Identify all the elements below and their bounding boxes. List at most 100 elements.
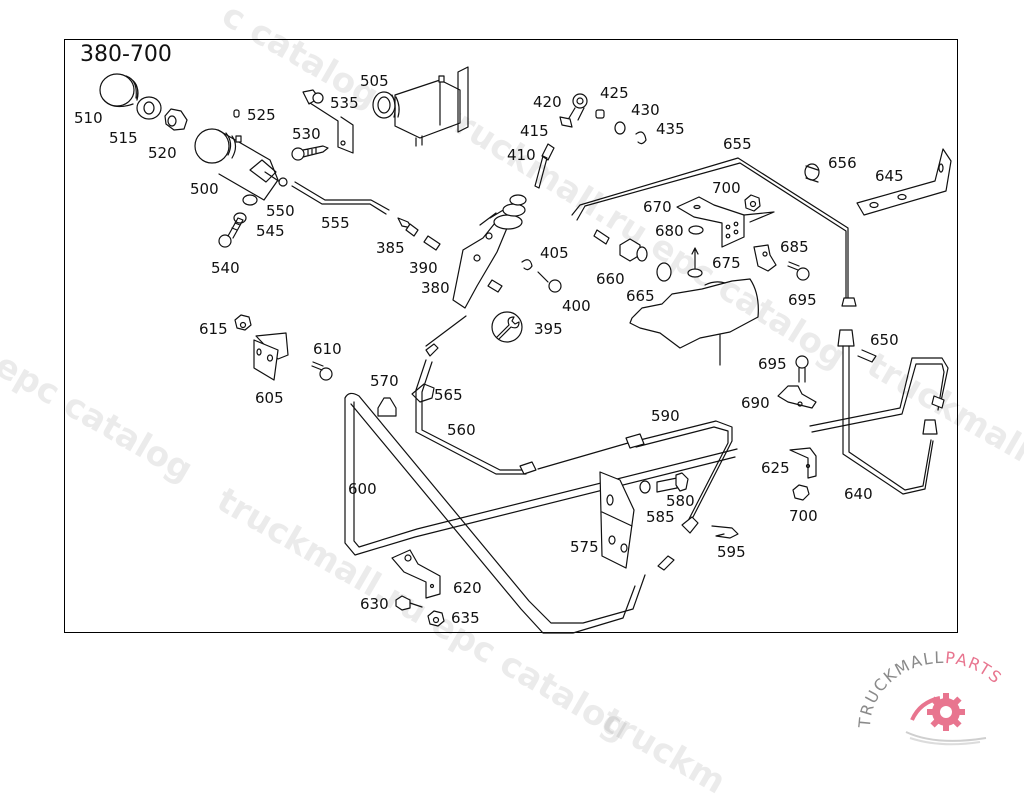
part-615-nut — [234, 314, 252, 331]
callout-435[interactable]: 435 — [656, 120, 685, 138]
part-670-bracket — [676, 196, 775, 248]
callout-390[interactable]: 390 — [409, 259, 438, 277]
pipe-fitting — [841, 297, 857, 307]
callout-415[interactable]: 415 — [520, 122, 549, 140]
part-630-bolt — [395, 595, 423, 611]
callout-690[interactable]: 690 — [741, 394, 770, 412]
callout-500[interactable]: 500 — [190, 180, 219, 198]
part-685-clip — [753, 244, 777, 272]
callout-680[interactable]: 680 — [655, 222, 684, 240]
callout-665[interactable]: 665 — [626, 287, 655, 305]
part-695-screw-b — [795, 355, 809, 383]
callout-565[interactable]: 565 — [434, 386, 463, 404]
part-650-fitting — [837, 329, 855, 347]
part-590-fitting — [625, 433, 645, 449]
callout-625[interactable]: 625 — [761, 459, 790, 477]
callout-545[interactable]: 545 — [256, 222, 285, 240]
callout-610[interactable]: 610 — [313, 340, 342, 358]
part-595-clip — [711, 525, 739, 539]
callout-380[interactable]: 380 — [421, 279, 450, 297]
callout-635[interactable]: 635 — [451, 609, 480, 627]
callout-395[interactable]: 395 — [534, 320, 563, 338]
parts-line-drawing — [99, 66, 952, 634]
callout-410[interactable]: 410 — [507, 146, 536, 164]
callout-520[interactable]: 520 — [148, 144, 177, 162]
part-640-pipe — [842, 345, 934, 495]
pipe-upper-loop — [809, 357, 949, 433]
callout-580[interactable]: 580 — [666, 492, 695, 510]
callout-695-mid[interactable]: 695 — [758, 355, 787, 373]
part-645-bracket — [856, 148, 952, 216]
callout-425[interactable]: 425 — [600, 84, 629, 102]
callout-595[interactable]: 595 — [717, 543, 746, 561]
callout-630[interactable]: 630 — [360, 595, 389, 613]
part-510-cap — [99, 73, 139, 108]
logo-text-pink: PARTS — [944, 650, 1006, 688]
part-700-nut-b — [792, 484, 810, 501]
part-655-pipe — [571, 157, 849, 302]
callout-600[interactable]: 600 — [348, 480, 377, 498]
callout-685[interactable]: 685 — [780, 238, 809, 256]
part-585-washer — [639, 480, 651, 494]
diagram-title: 380-700 — [80, 42, 172, 67]
callout-585[interactable]: 585 — [646, 508, 675, 526]
callout-535[interactable]: 535 — [330, 94, 359, 112]
callout-530[interactable]: 530 — [292, 125, 321, 143]
pipe-fitting — [519, 461, 537, 475]
callout-670[interactable]: 670 — [643, 198, 672, 216]
part-565-grommet — [411, 383, 435, 403]
callout-515[interactable]: 515 — [109, 129, 138, 147]
callout-695-top[interactable]: 695 — [788, 291, 817, 309]
callout-655[interactable]: 655 — [723, 135, 752, 153]
callout-645[interactable]: 645 — [875, 167, 904, 185]
callout-620[interactable]: 620 — [453, 579, 482, 597]
callout-560[interactable]: 560 — [447, 421, 476, 439]
callout-615[interactable]: 615 — [199, 320, 228, 338]
part-635-nut — [427, 610, 445, 627]
part-420-clevis — [568, 93, 588, 121]
callout-656[interactable]: 656 — [828, 154, 857, 172]
callout-660[interactable]: 660 — [596, 270, 625, 288]
gear-icon — [927, 693, 965, 731]
callout-430[interactable]: 430 — [631, 101, 660, 119]
callout-405[interactable]: 405 — [540, 244, 569, 262]
part-435-clip — [635, 131, 647, 145]
callout-550[interactable]: 550 — [266, 202, 295, 220]
callout-700-bottom[interactable]: 700 — [789, 507, 818, 525]
callout-675[interactable]: 675 — [712, 254, 741, 272]
callout-700-top[interactable]: 700 — [712, 179, 741, 197]
part-540-bolt — [218, 217, 244, 248]
part-410-pushrod — [534, 143, 555, 189]
part-675-screw — [687, 247, 703, 278]
callout-605[interactable]: 605 — [255, 389, 284, 407]
truckmallparts-logo: TRUCKMALLPARTS — [850, 648, 1024, 750]
callout-385[interactable]: 385 — [376, 239, 405, 257]
part-555-hose — [291, 181, 390, 215]
callout-555[interactable]: 555 — [321, 214, 350, 232]
part-380-clutch-master — [425, 194, 527, 347]
part-605-bracket — [253, 332, 289, 381]
callout-420[interactable]: 420 — [533, 93, 562, 111]
part-600-pipe-b — [344, 392, 646, 634]
callout-650[interactable]: 650 — [870, 331, 899, 349]
logo-swoosh-gray — [905, 731, 987, 742]
callout-540[interactable]: 540 — [211, 259, 240, 277]
part-425-pin — [595, 109, 605, 119]
part-575-bracket — [599, 471, 635, 569]
pipe-fitting — [931, 395, 945, 409]
booster-details — [704, 281, 726, 366]
callout-640[interactable]: 640 — [844, 485, 873, 503]
callout-570[interactable]: 570 — [370, 372, 399, 390]
callout-510[interactable]: 510 — [74, 109, 103, 127]
pipe-fitting — [922, 419, 938, 435]
part-530-screw — [291, 145, 329, 161]
callout-575[interactable]: 575 — [570, 538, 599, 556]
part-545-lockwasher — [233, 212, 247, 224]
callout-590[interactable]: 590 — [651, 407, 680, 425]
callout-400[interactable]: 400 — [562, 297, 591, 315]
part-680-washer — [688, 225, 704, 235]
part-535-bracket — [302, 89, 354, 154]
callout-525[interactable]: 525 — [247, 106, 276, 124]
part-430-washer — [614, 121, 626, 135]
callout-505[interactable]: 505 — [360, 72, 389, 90]
